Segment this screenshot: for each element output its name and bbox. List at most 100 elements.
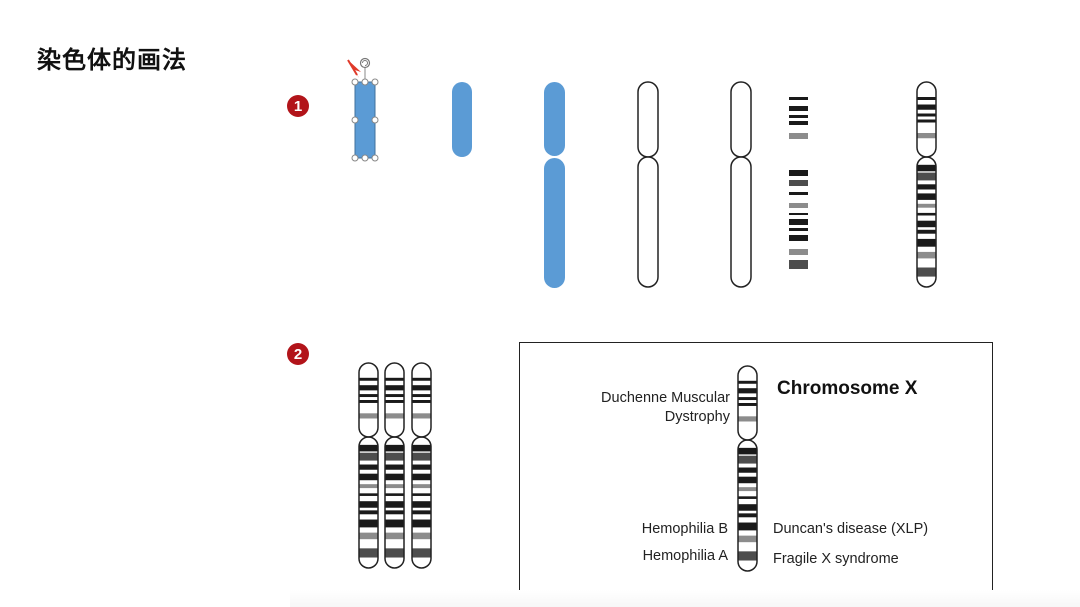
- band: [917, 267, 936, 277]
- band: [412, 394, 431, 398]
- band: [789, 260, 808, 269]
- band: [385, 394, 404, 398]
- step-1-badge: 1: [287, 95, 309, 117]
- band: [385, 452, 404, 461]
- blue-chromosome: [544, 82, 565, 288]
- band: [789, 213, 808, 215]
- band: [789, 203, 808, 208]
- band: [385, 510, 404, 515]
- band: [412, 444, 431, 452]
- band: [385, 532, 404, 540]
- band: [738, 380, 757, 384]
- band: [359, 464, 378, 470]
- band: [412, 464, 431, 470]
- band: [412, 493, 431, 496]
- band: [359, 413, 378, 419]
- band: [385, 548, 404, 558]
- band: [412, 484, 431, 489]
- band: [738, 416, 757, 422]
- banded-chromosome-copy-2: [384, 362, 405, 569]
- band: [359, 452, 378, 461]
- band: [412, 452, 431, 461]
- band: [359, 444, 378, 452]
- band: [359, 400, 378, 403]
- band: [359, 510, 378, 515]
- band: [359, 484, 378, 489]
- bottom-shadow: [290, 590, 1080, 607]
- band: [385, 377, 404, 381]
- band: [917, 251, 936, 259]
- band: [789, 170, 808, 176]
- band: [385, 413, 404, 419]
- band: [917, 229, 936, 234]
- band: [917, 113, 936, 117]
- band: [412, 413, 431, 419]
- chromosome-x-title: Chromosome X: [777, 378, 918, 399]
- band: [917, 203, 936, 208]
- band: [385, 464, 404, 470]
- band: [917, 133, 936, 139]
- band: [385, 385, 404, 391]
- band: [917, 164, 936, 172]
- band: [412, 519, 431, 528]
- outline-chromosome-2: [730, 81, 752, 288]
- band: [738, 447, 757, 455]
- band: [738, 388, 757, 394]
- band: [359, 532, 378, 540]
- band: [917, 220, 936, 228]
- band: [385, 484, 404, 489]
- band: [412, 377, 431, 381]
- page-title: 染色体的画法: [37, 46, 187, 74]
- band: [738, 403, 757, 406]
- chromosome-x: [737, 365, 758, 572]
- band: [738, 487, 757, 492]
- fragile-x-label: Fragile X syndrome: [773, 551, 899, 567]
- band: [385, 400, 404, 403]
- band: [789, 180, 808, 186]
- band: [738, 455, 757, 464]
- band: [917, 238, 936, 247]
- band: [359, 473, 378, 481]
- hemophilia-a-label: Hemophilia A: [642, 548, 728, 564]
- band: [917, 172, 936, 181]
- band: [385, 501, 404, 508]
- band: [738, 513, 757, 518]
- outline-chromosome-1: [637, 81, 659, 288]
- band: [385, 493, 404, 496]
- band: [412, 501, 431, 508]
- band: [917, 184, 936, 190]
- band: [738, 535, 757, 543]
- band: [789, 192, 808, 195]
- band: [412, 385, 431, 391]
- band: [359, 385, 378, 391]
- duncan-disease-label: Duncan's disease (XLP): [773, 521, 929, 537]
- cursor-arrow-icon: [347, 59, 361, 78]
- band: [738, 496, 757, 499]
- band: [738, 467, 757, 473]
- band: [359, 548, 378, 558]
- duchenne-label-line2: Dystrophy: [664, 409, 730, 425]
- band: [359, 519, 378, 528]
- band: [385, 444, 404, 452]
- band: [412, 473, 431, 481]
- band: [412, 510, 431, 515]
- band: [917, 119, 936, 123]
- selected-rectangle-shape[interactable]: [347, 57, 379, 162]
- rounded-chromosome-arm: [452, 82, 472, 157]
- band: [412, 400, 431, 403]
- band: [917, 97, 936, 100]
- band: [789, 115, 808, 118]
- band: [359, 493, 378, 496]
- band: [359, 377, 378, 381]
- band: [385, 473, 404, 481]
- band: [738, 551, 757, 561]
- band: [789, 228, 808, 231]
- band: [738, 522, 757, 531]
- rotate-handle-icon[interactable]: [359, 57, 371, 69]
- band: [789, 121, 808, 125]
- band: [412, 532, 431, 540]
- band: [359, 394, 378, 398]
- duchenne-label-line1: Duchenne Muscular: [601, 390, 730, 406]
- band: [789, 106, 808, 111]
